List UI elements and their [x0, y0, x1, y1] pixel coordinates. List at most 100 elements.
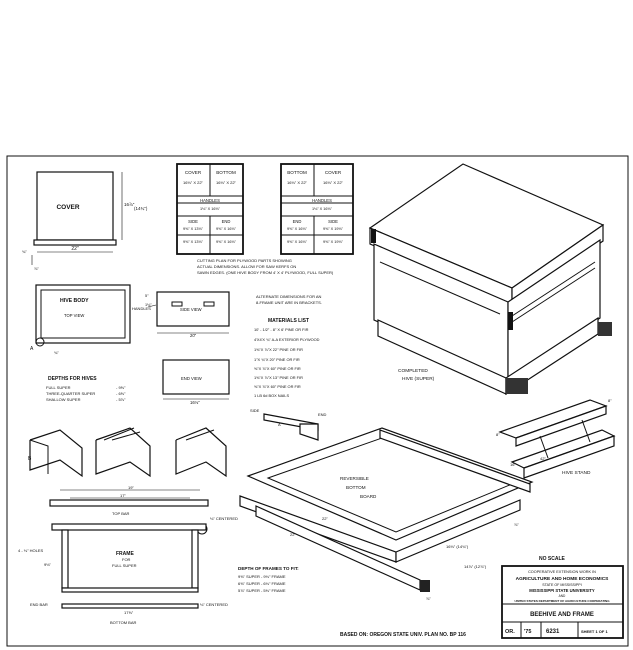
frame-centered: ⅛" CENTERED [210, 516, 238, 521]
ply-l-bottom: BOTTOM [216, 170, 236, 175]
reversible-label-2: BOTTOM [346, 485, 366, 490]
end-view-dim: 16⅛" [190, 400, 200, 405]
stand-dim-a: 8" [496, 432, 500, 437]
frame-label: FRAME [116, 551, 134, 557]
sheet-border [6, 155, 629, 647]
ply-r-handles: HANDLES [312, 198, 332, 203]
ply-r-end: END [293, 219, 302, 224]
alt-note-2: 8-FRAME UNIT ARE IN BRACKETS. [256, 300, 322, 305]
side-view-dim-five: 5" [145, 294, 149, 298]
side-view-dim-20: 20" [190, 333, 197, 338]
frame-dim-17: 17" [120, 493, 126, 498]
hive-body-label: HIVE BODY [60, 298, 89, 304]
frame-dim-17b: 17⅝" [124, 610, 134, 615]
frame-top-bar: TOP BAR [112, 511, 130, 516]
ply-r-side-dim1: 9⅝" X 19⅛" [323, 227, 344, 231]
section-a-label: A [30, 346, 34, 352]
ply-l-end-dim2: 9⅝" X 16⅛" [216, 240, 237, 244]
ply-r-end-dim1: 9⅝" X 16⅛" [287, 227, 308, 231]
frame-bottom-bar: BOTTOM BAR [110, 620, 136, 625]
top-view-label: TOP VIEW [64, 313, 84, 318]
completed-label: COMPLETED [398, 368, 428, 374]
ply-l-handles: HANDLES [200, 198, 220, 203]
tb-line-5: AND [559, 594, 566, 598]
ply-l-bottom-dim: 16⅛" X 22" [216, 180, 237, 185]
side-view-label: SIDE VIEW [180, 307, 202, 312]
ply-r-end-dim2: 9⅝" X 16⅛" [287, 240, 308, 244]
end-view-label: END VIEW [181, 376, 202, 381]
frames-depth-title: DEPTH OF FRAMES TO FIT: [238, 566, 299, 571]
completed-label-2: HIVE (SUPER) [402, 376, 435, 382]
materials-item: ⅝"X ⅞"X 60" PINE OR FIR [254, 384, 301, 389]
frame-drawing: 19" 17" TOP BAR ⅛" CENTERED FRAME FOR FU… [18, 485, 238, 625]
plywood-caption-2: ACTUAL DIMENSIONS. ALLOW FOR SAW KERFS O… [197, 264, 296, 269]
hive-stand-label: HIVE STAND [562, 470, 591, 476]
frames-depth-row: 6⅝" SUPER - 6⅛" FRAME [238, 581, 286, 586]
section-b-label: B [28, 456, 32, 462]
frame-centered-2: ⅛" CENTERED [200, 602, 228, 607]
board-dim-a: 22" [290, 532, 296, 537]
frame-dim-19: 19" [128, 485, 134, 490]
side-label: SIDE [250, 408, 260, 413]
tb-line-2: AGRICULTURE AND HOME ECONOMICS [516, 576, 610, 582]
frame-label-3: FULL SUPER [112, 563, 137, 568]
frames-depth-row: 9⅝" SUPER - 9⅛" FRAME [238, 574, 286, 579]
ply-r-bottom-dim: 16⅛" X 22" [287, 180, 308, 185]
cover-dim-t2: ⅞" [34, 266, 39, 271]
hive-body-top-view: HIVE BODY TOP VIEW A ¾" HANDLES [30, 284, 157, 355]
side-view-dim-one: 1⅛" [145, 303, 152, 307]
ply-r-side-dim2: 9⅝" X 19⅛" [323, 240, 344, 244]
materials-title: MATERIALS LIST [268, 318, 309, 324]
plywood-plan-left: COVER 16⅛" X 22" BOTTOM 16⅛" X 22" HANDL… [176, 163, 244, 255]
ply-l-handles-dim: 1⅛" X 16⅛" [200, 207, 221, 211]
tb-line-6: UNITED STATES DEPARTMENT OF AGRICULTURE … [514, 599, 610, 603]
tb-code-2: '75 [524, 629, 531, 635]
cover-dim-h2: (14¾") [134, 206, 148, 211]
based-on-note: BASED ON: OREGON STATE UNIV. PLAN NO. BP… [340, 632, 466, 638]
no-scale-label: NO SCALE [539, 556, 566, 562]
frames-depth-row: 5⅞" SUPER - 5⅜" FRAME [238, 588, 286, 593]
ply-r-handles-dim: 1⅛" X 16⅛" [312, 207, 333, 211]
materials-item: 10' - 1/2" - 8" X 6' PINE OR FIR [254, 327, 309, 332]
ply-l-end: END [222, 219, 231, 224]
frame-depths-table: DEPTH OF FRAMES TO FIT: 9⅝" SUPER - 9⅛" … [238, 566, 299, 593]
materials-item: 1⅝"X ⅞"X 13" PINE OR FIR [254, 375, 303, 380]
reversible-label-3: BOARD [360, 494, 377, 499]
frame-holes: 4 - ⅛" HOLES [18, 548, 44, 553]
tb-code-1: OR. [505, 629, 515, 635]
title-block: COOPERATIVE EXTENSION WORK IN AGRICULTUR… [501, 565, 624, 639]
tb-line-4: MISSISSIPPI STATE UNIVERSITY [529, 588, 595, 593]
frame-profile-details: B [28, 427, 227, 478]
side-view-drawing: SIDE VIEW 20" 5" 1⅛" [145, 291, 230, 338]
bottom-board-drawing: REVERSIBLE BOTTOM BOARD 22" 22" 16⅛" (14… [239, 427, 534, 601]
ply-l-side-dim2: 9⅝" X 13⅛" [183, 240, 204, 244]
reversible-label-1: REVERSIBLE [340, 476, 369, 481]
materials-item: ⅝"X ⅞"X 60" PINE OR FIR [254, 366, 301, 371]
ply-l-cover: COVER [185, 170, 202, 175]
cover-dim-t: ¾" [22, 249, 27, 254]
materials-list: MATERIALS LIST 10' - 1/2" - 8" X 6' PINE… [254, 318, 320, 398]
hive-stand-drawing: 8" 16" 42" 8" [496, 398, 616, 479]
materials-item: 1⅝"X ⅞"X 22" PINE OR FIR [254, 347, 303, 352]
materials-item: 1"X ¾"X 20" PINE OR FIR [254, 357, 300, 362]
frame-dim-9: 9⅛" [44, 562, 52, 567]
depths-table: DEPTHS FOR HIVES FULL SUPER - 9⅝" THREE-… [46, 376, 126, 402]
depth-row-name: FULL SUPER [46, 385, 71, 390]
tb-line-3: STATE OF MISSISSIPPI [542, 583, 581, 587]
board-dim-c: 16⅛" (14¾") [446, 544, 469, 549]
ply-r-bottom: BOTTOM [287, 170, 307, 175]
board-dim-f: ⅞" [426, 596, 431, 601]
cover-dim-h: 16⅞" [124, 202, 135, 207]
materials-item: 4'X4'X ¾" A-A EXTERIOR PLYWOOD [254, 337, 320, 342]
tb-code-3: 6231 [546, 629, 560, 635]
depth-row-name: THREE-QUARTER SUPER [46, 391, 95, 396]
plywood-caption-1: CUTTING PLAN FOR PLYWOOD PARTS SHOWING [197, 258, 292, 263]
ply-l-side: SIDE [188, 219, 198, 224]
depth-row-value: - 5⅞" [116, 397, 126, 402]
ply-l-side-dim1: 9⅝" X 13⅛" [183, 227, 204, 231]
plywood-caption-3: SAWN EDGES. (ONE HIVE BODY FROM 4' X 4' … [197, 270, 334, 275]
frame-label-2: FOR [122, 557, 131, 562]
ply-r-cover-dim: 16⅛" X 22" [323, 180, 344, 185]
section-a2: A [278, 422, 281, 427]
materials-item: 1 LB 6d BOX NAILS [254, 393, 289, 398]
